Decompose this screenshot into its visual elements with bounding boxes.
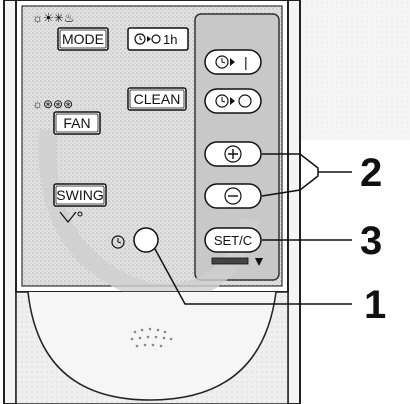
timer-1h-button[interactable]: 1h <box>127 27 189 51</box>
decorative-swoosh <box>38 129 259 302</box>
callout-2: 2 <box>360 151 382 195</box>
set-cancel-label: SET/C <box>214 233 252 248</box>
callout-3: 3 <box>360 219 382 263</box>
clock-set-round-button[interactable] <box>133 227 159 253</box>
swing-button-label: SWING <box>56 187 103 203</box>
lower-cover <box>15 291 289 404</box>
decrease-button[interactable] <box>204 183 262 209</box>
on-timer-icon <box>215 55 235 69</box>
timer-1h-label: 1h <box>163 32 177 47</box>
swing-direction-icon <box>59 211 83 223</box>
set-cancel-button[interactable]: SET/C <box>204 227 262 253</box>
on-timer-button[interactable]: | <box>204 49 262 75</box>
clean-button-label: CLEAN <box>134 91 181 107</box>
off-timer-icon <box>215 94 252 108</box>
fan-button-label: FAN <box>63 115 90 131</box>
swing-button[interactable]: SWING <box>53 183 107 207</box>
slide-indicator <box>211 257 263 266</box>
clock-icon <box>111 235 125 249</box>
off-timer-button[interactable] <box>204 88 262 114</box>
mode-button[interactable]: MODE <box>57 27 109 51</box>
callout-lines <box>154 153 352 305</box>
fan-icons: ☼⊛⊛⊛ <box>32 97 73 111</box>
background-texture <box>300 0 410 140</box>
mode-button-label: MODE <box>62 31 104 47</box>
on-timer-symbol: | <box>244 54 248 70</box>
minus-icon <box>224 187 242 205</box>
fan-button[interactable]: FAN <box>53 111 101 135</box>
mode-icons: ☼☀✳♨ <box>32 11 75 25</box>
increase-button[interactable] <box>204 141 262 167</box>
clean-button[interactable]: CLEAN <box>127 87 187 111</box>
speaker-holes <box>130 327 173 348</box>
plus-icon <box>224 145 242 163</box>
callout-1: 1 <box>364 283 386 327</box>
clock-arrow-icon <box>134 33 161 45</box>
